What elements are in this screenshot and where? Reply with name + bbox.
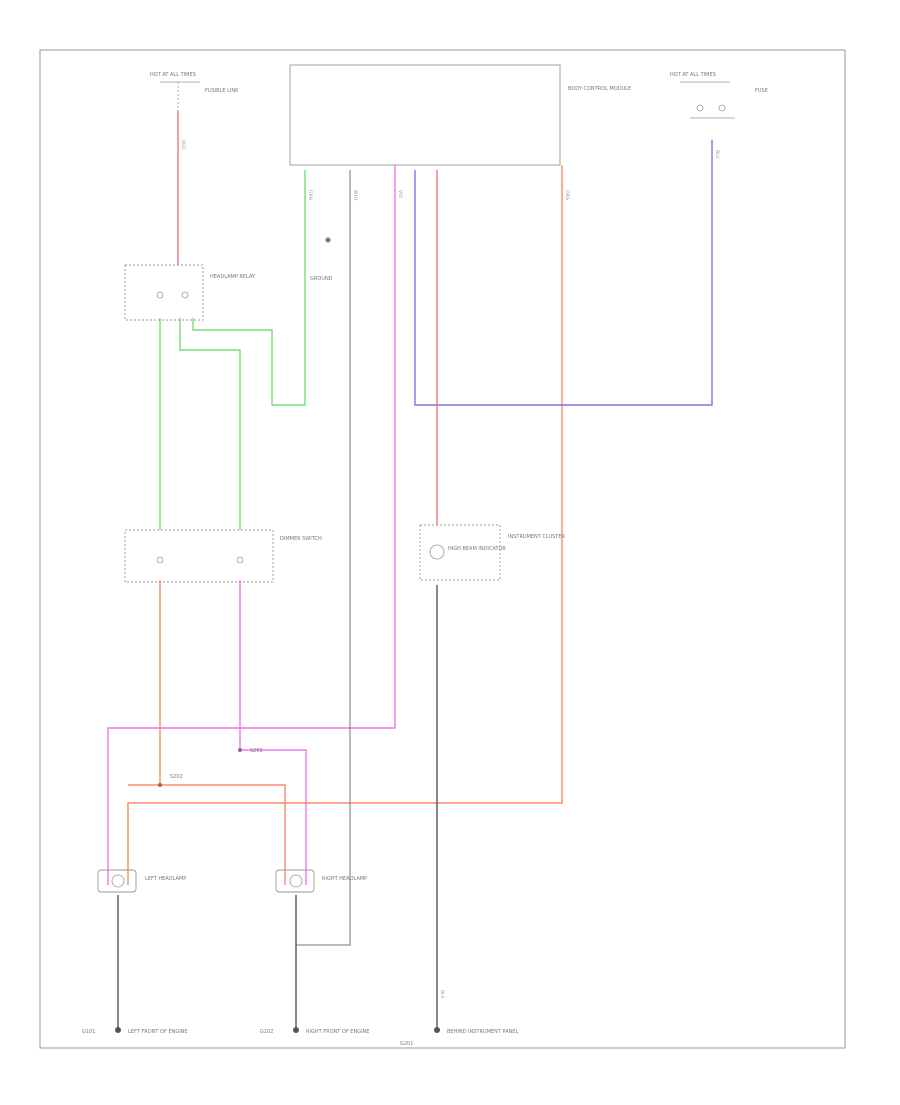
fuse-right-label: FUSE: [755, 88, 768, 94]
right-lamp-label: RIGHT HEADLAMP: [322, 876, 367, 882]
cluster-label: INSTRUMENT CLUSTER: [508, 534, 566, 540]
g1-name: LEFT FRONT OF ENGINE: [128, 1029, 188, 1035]
wire-ground-module: [296, 170, 351, 946]
wire-violet-module: [107, 165, 396, 885]
wire-code-wht: WHT: [352, 190, 358, 201]
ground-g3: G201 BEHIND INSTRUMENT PANEL: [400, 1027, 518, 1047]
ground-module: GROUND: [310, 237, 333, 282]
splice-violet: [238, 748, 242, 752]
fusible-link-label: FUSIBLE LINK: [205, 88, 239, 94]
wire-violet-right-lamp: [240, 749, 307, 885]
g3-id: G201: [400, 1041, 413, 1047]
g3-name: BEHIND INSTRUMENT PANEL: [447, 1029, 518, 1035]
splice2-label: S202: [170, 774, 183, 780]
splice-orange: [158, 783, 162, 787]
instrument-cluster: HIGH BEAM INDICATOR INSTRUMENT CLUSTER: [419, 524, 566, 581]
ground-g1: G101 LEFT FRONT OF ENGINE: [82, 1027, 188, 1035]
fuse-right: HOT AT ALL TIMES FUSE: [670, 72, 768, 119]
g2-id: G102: [260, 1029, 273, 1035]
wire-green-switch-right: [179, 318, 241, 530]
hot-label-right: HOT AT ALL TIMES: [670, 72, 716, 78]
splice1-label: S201: [250, 748, 263, 754]
switch-label: DIMMER SWITCH: [280, 536, 322, 542]
main-module: BODY CONTROL MODULE: [289, 64, 631, 166]
wire-green-module: [192, 170, 306, 406]
g2-name: RIGHT FRONT OF ENGINE: [306, 1029, 369, 1035]
diagram-frame: [39, 49, 846, 1049]
fusible-link: HOT AT ALL TIMES FUSIBLE LINK: [150, 72, 239, 110]
wire-code-vio: VIO: [397, 190, 403, 198]
wire-code-red: RED: [180, 140, 186, 150]
right-headlamp: RIGHT HEADLAMP: [275, 869, 367, 893]
wire-code-grn: GRN: [307, 190, 313, 200]
wire-code-blu: BLU: [714, 150, 720, 159]
hot-label-left: HOT AT ALL TIMES: [150, 72, 196, 78]
headlamp-relay: HEADLAMP RELAY: [124, 264, 256, 321]
left-lamp-label: LEFT HEADLAMP: [145, 876, 186, 882]
ground-module-label: GROUND: [310, 276, 333, 282]
wire-orange-right-lamp: [128, 784, 286, 885]
g1-id: G101: [82, 1029, 95, 1035]
dimmer-switch: DIMMER SWITCH: [124, 529, 322, 583]
wire-orange-module: [127, 165, 563, 885]
wire-blue: [414, 140, 713, 406]
main-module-label: BODY CONTROL MODULE: [568, 86, 631, 92]
wire-code-blk: BLK: [439, 990, 445, 1000]
ground-g2: G102 RIGHT FRONT OF ENGINE: [260, 1027, 369, 1035]
relay-label: HEADLAMP RELAY: [210, 274, 256, 280]
left-headlamp: LEFT HEADLAMP: [97, 869, 186, 893]
wire-code-org: ORG: [564, 190, 570, 201]
cluster-inner-label: HIGH BEAM INDICATOR: [448, 546, 506, 552]
